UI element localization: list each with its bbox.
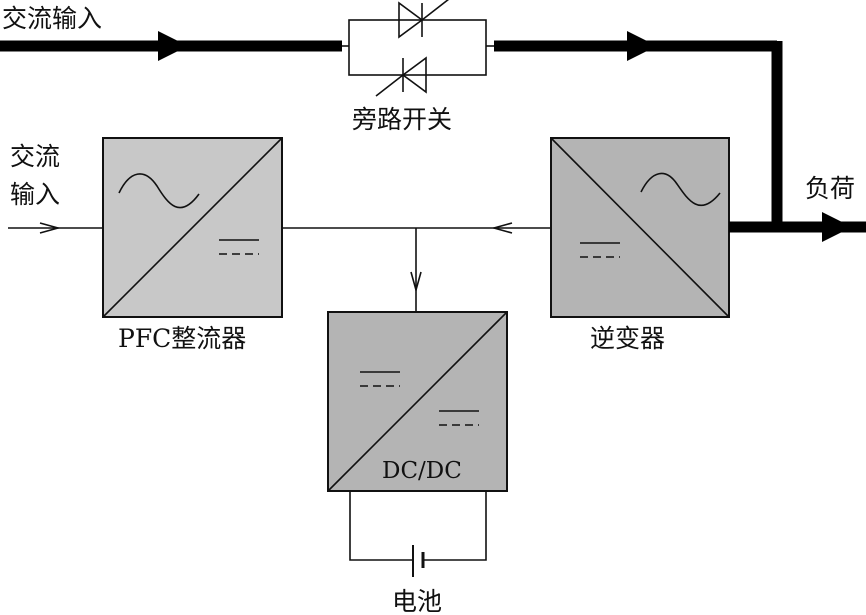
bypass-switch [342, 0, 494, 97]
bypass-switch-label: 旁路开关 [352, 105, 452, 134]
bypass-output-arrow-icon [627, 31, 657, 61]
dc-bus-arrow-icon [491, 222, 513, 234]
ac-input-left-arrow-icon [39, 222, 61, 234]
inverter-block [550, 137, 730, 318]
bypass-input-arrow-icon [158, 31, 188, 61]
inverter-diagonal [550, 137, 730, 318]
pfc-rectifier-block [102, 137, 283, 318]
dc-bus-down-arrow-icon [410, 271, 422, 293]
battery-label: 电池 [392, 587, 442, 615]
load-label: 负荷 [805, 174, 855, 203]
dcdc-converter-block: DC/DC [327, 311, 508, 492]
dcdc-diagonal [327, 311, 508, 492]
ac-input-left-label-line1: 交流 [10, 142, 60, 171]
pfc-rectifier-label: PFC整流器 [118, 324, 246, 353]
battery-wire-left [349, 491, 413, 561]
pfc-ac-sine-icon [118, 173, 200, 209]
ac-input-top-label: 交流输入 [2, 4, 102, 33]
bypass-switch-frame [348, 19, 487, 76]
pfc-diagonal [102, 137, 283, 318]
load-arrow-icon [822, 212, 852, 242]
dcdc-label: DC/DC [382, 458, 462, 484]
battery-circuit [349, 491, 487, 577]
inverter-label: 逆变器 [590, 324, 665, 353]
thyristor-upper-icon [398, 0, 450, 39]
inverter-ac-sine-icon [640, 172, 721, 207]
ac-input-left-label-line2: 输入 [10, 180, 60, 209]
battery-wire-right [423, 491, 487, 561]
thyristor-lower-icon [375, 56, 427, 97]
